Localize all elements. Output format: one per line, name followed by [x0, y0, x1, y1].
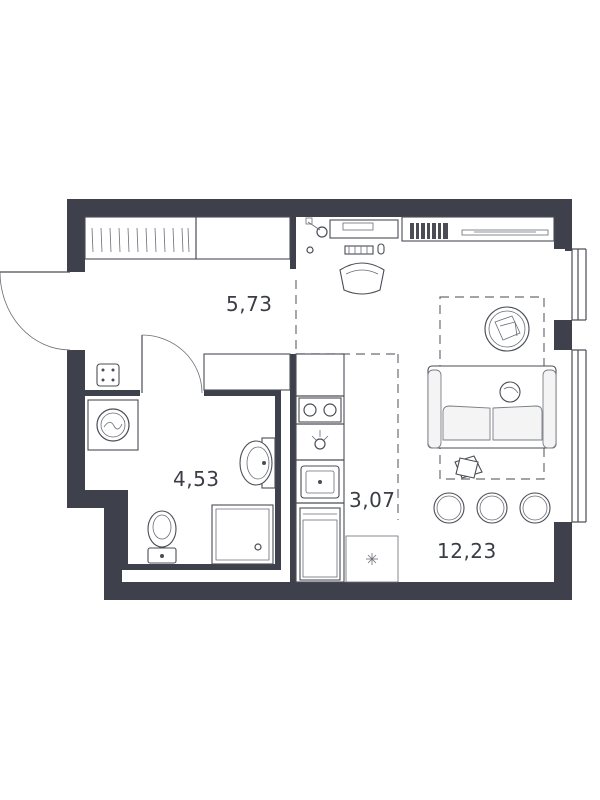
wall-right-corner [565, 215, 572, 251]
bar-stools [433, 492, 551, 524]
wall-bath-bottom [122, 564, 281, 570]
wall-right-middle [554, 320, 572, 350]
shoe-cabinet [203, 353, 291, 391]
sink-bathroom [239, 437, 276, 489]
coffee-table [484, 306, 530, 352]
magazines [454, 455, 483, 479]
area-label-hallway: 5,73 [226, 292, 273, 316]
floor-lamp [305, 217, 328, 254]
area-label-living-room: 12,23 [437, 539, 497, 563]
area-label-kitchen: 3,07 [349, 488, 396, 512]
wardrobe [84, 216, 291, 260]
window-lower [571, 349, 587, 523]
faucet-lamp [311, 430, 329, 450]
wall-right-bottom [554, 522, 572, 600]
wall-left-lower [67, 350, 85, 508]
toilet [147, 510, 177, 564]
bookshelf [401, 216, 555, 242]
desk [329, 219, 399, 255]
kitchen-sink [300, 465, 340, 499]
wall-bath-kitchen [290, 354, 296, 584]
wall-left-bottom [104, 490, 122, 600]
washing-machine [87, 399, 139, 451]
wall-bath-left [122, 490, 128, 570]
wall-left-upper [67, 199, 85, 272]
sofa [427, 365, 557, 449]
wall-bath-top-left [85, 390, 140, 396]
interior-walls [85, 217, 296, 584]
outer-walls [67, 199, 572, 600]
desk-chair [339, 262, 385, 295]
area-label-bathroom: 4,53 [173, 467, 220, 491]
wall-bath-top-right [204, 390, 279, 396]
bathroom-door [141, 334, 203, 394]
entry-door [0, 271, 71, 351]
electric-panel [96, 363, 120, 387]
refrigerator [299, 507, 341, 581]
wall-top [67, 199, 572, 217]
kitchen-floor-mark [345, 535, 399, 583]
shower-tray [211, 504, 274, 565]
wardrobe-hangers [91, 227, 190, 253]
wall-bath-right [275, 390, 281, 570]
window-upper [571, 248, 587, 321]
wall-bottom [104, 582, 572, 600]
cooktop [298, 397, 342, 423]
wall-hall-desk [290, 217, 296, 269]
